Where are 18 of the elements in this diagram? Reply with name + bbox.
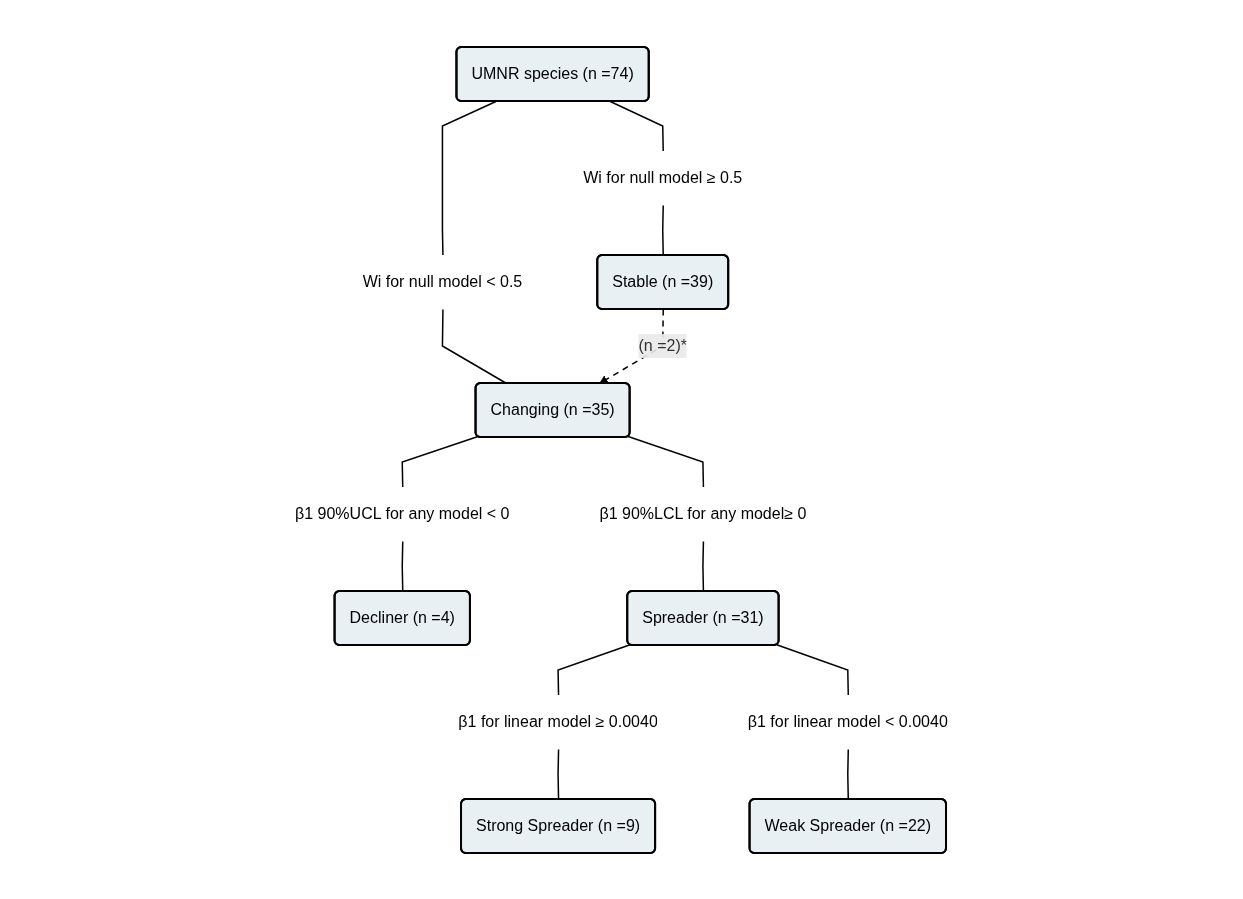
connector: [847, 748, 850, 800]
connector: [702, 540, 705, 592]
connector: [627, 435, 705, 488]
connector: [662, 204, 665, 256]
node-text: Wi for null model < 0.5: [362, 272, 523, 290]
connector: [401, 540, 404, 592]
connector: [401, 435, 479, 488]
node-text: β1 for linear model ≥ 0.0040: [458, 712, 658, 730]
node-text: β1 for linear model < 0.0040: [747, 712, 948, 730]
connector: [776, 643, 850, 696]
node-text: β1 90%LCL for any model≥ 0: [599, 504, 807, 522]
node-text: β1 90%UCL for any model < 0: [295, 504, 510, 522]
connector: [557, 643, 632, 696]
connector: [609, 100, 665, 152]
connector: [441, 100, 497, 256]
connector: [557, 748, 560, 800]
node-text: Wi for null model ≥ 0.5: [583, 168, 743, 186]
edge-label: (n =2)*: [638, 336, 688, 354]
